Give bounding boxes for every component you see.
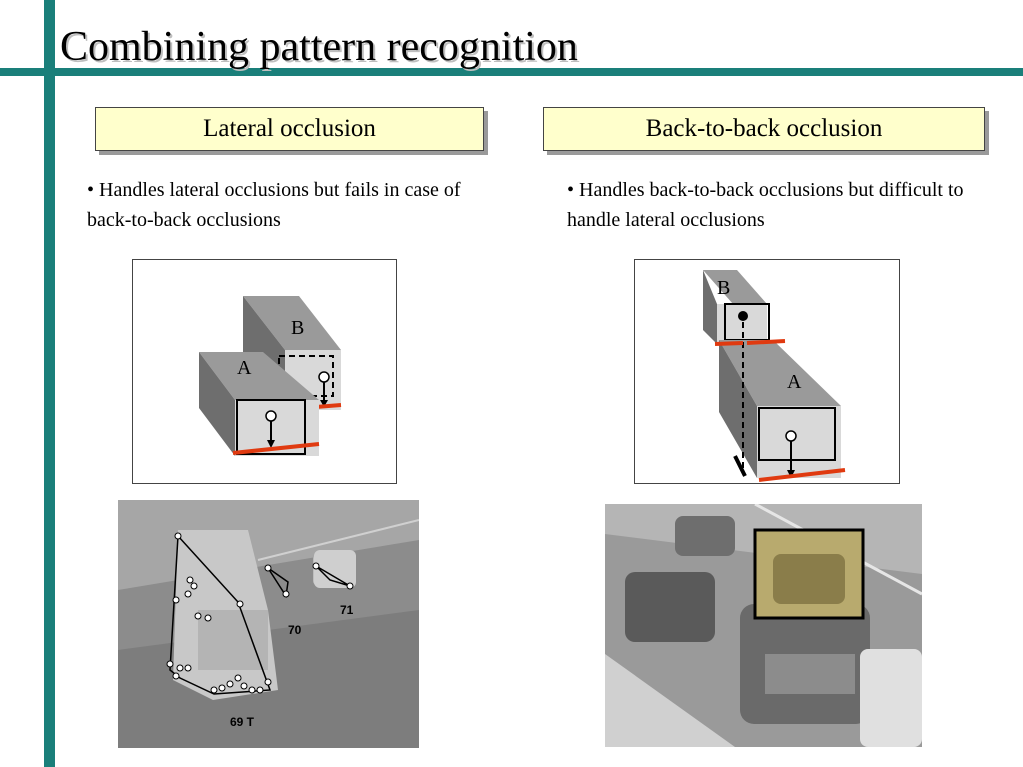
back-to-back-occlusion-heading: Back-to-back occlusion <box>543 107 985 151</box>
car-far <box>675 516 735 556</box>
tracking-polygon-71 <box>315 565 351 587</box>
box-b-occlusion-edge-2 <box>746 339 786 345</box>
box-b-top <box>243 296 341 350</box>
box-a-window <box>236 399 306 455</box>
tracking-polygon-70 <box>267 567 289 599</box>
lateral-occlusion-traffic-photo: 71 70 69 T <box>118 500 419 748</box>
feature-points <box>166 532 354 694</box>
box-a-side <box>199 352 235 456</box>
lateral-occlusion-diagram: B A <box>132 259 397 484</box>
box-a-side <box>719 340 757 478</box>
box-a-center-point <box>785 430 797 442</box>
track-label-70: 70 <box>288 623 302 637</box>
box-a-arrowhead <box>267 440 275 448</box>
slide-title: Combining pattern recognition <box>60 24 578 70</box>
lateral-occlusion-bullet: • Handles lateral occlusions but fails i… <box>87 179 461 231</box>
box-b-center-point <box>738 311 748 321</box>
lateral-occlusion-heading: Lateral occlusion <box>95 107 484 151</box>
box-a-front <box>757 406 841 478</box>
back-to-back-traffic-photo <box>605 504 922 747</box>
box-a-top <box>719 340 841 406</box>
box-a-arrowhead <box>787 470 795 478</box>
car-front-grille <box>765 654 855 694</box>
car-left <box>625 572 715 642</box>
car-71 <box>314 550 356 588</box>
back-to-back-occlusion-bullet: • Handles back-to-back occlusions but di… <box>567 179 964 231</box>
label-a: A <box>787 371 802 393</box>
label-a: A <box>237 357 252 379</box>
title-underline-bar <box>0 68 1023 76</box>
box-b-top <box>703 270 767 304</box>
label-b: B <box>717 277 730 299</box>
box-a-occlusion-edge <box>758 468 846 482</box>
box-a-top <box>199 352 319 400</box>
track-label-71: 71 <box>340 603 354 617</box>
car-right <box>860 649 922 747</box>
box-b-side <box>703 270 717 344</box>
left-accent-bar <box>44 0 55 767</box>
lane-marking <box>257 519 419 561</box>
box-b-center-point <box>318 371 330 383</box>
back-to-back-occlusion-diagram: B A <box>634 259 900 484</box>
tracked-vehicle <box>773 554 845 604</box>
label-b: B <box>291 317 304 339</box>
box-b-occlusion-edge <box>714 341 744 346</box>
box-a-center-point <box>265 410 277 422</box>
box-b-arrowhead <box>320 400 328 407</box>
track-label-69t: 69 T <box>230 715 255 729</box>
road-shoulder <box>605 654 735 747</box>
b-arrow-tip <box>733 455 747 477</box>
box-a-occlusion-edge <box>232 442 320 455</box>
box-a-window <box>758 407 836 461</box>
box-b-occlusion-edge <box>315 403 342 409</box>
